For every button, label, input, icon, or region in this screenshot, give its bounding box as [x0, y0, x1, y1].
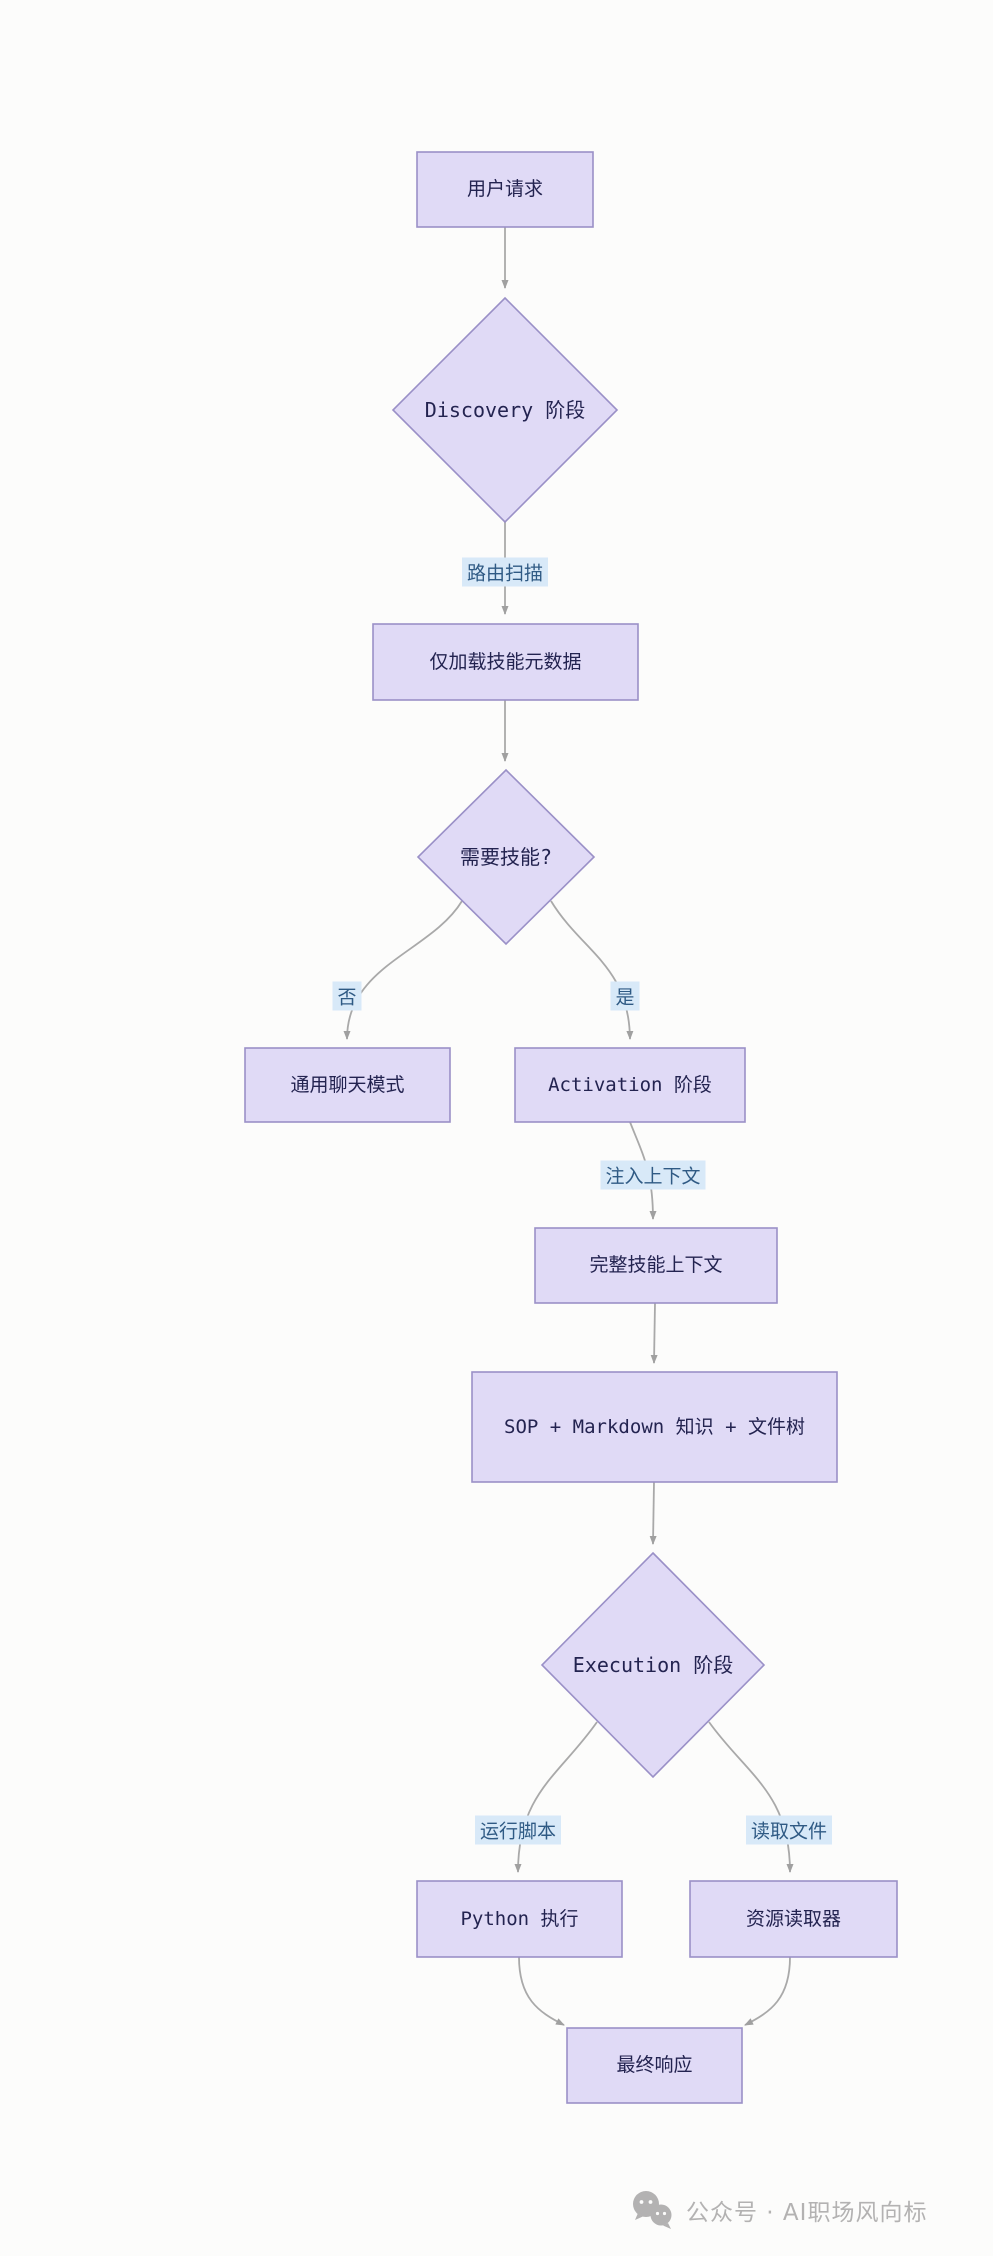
full-context-node [534, 1227, 778, 1304]
edge-need-skill-general-chat [343, 900, 463, 1040]
activation-node [514, 1047, 746, 1123]
general-chat-node [244, 1047, 451, 1123]
resource-reader-node [689, 1880, 898, 1958]
edge-sop-execution [649, 1481, 657, 1545]
final-response-node [566, 2027, 743, 2104]
edge-execution-resource [708, 1721, 794, 1873]
discovery-diamond [391, 296, 619, 524]
sop-tree-node [471, 1371, 838, 1483]
edge-full-context-sop [650, 1302, 658, 1364]
load-metadata-node [372, 623, 639, 701]
wechat-icon [630, 2190, 676, 2230]
footer-text: 公众号 · AI职场风向标 [686, 2200, 928, 2226]
need-skill-diamond [416, 768, 596, 946]
footer: 公众号 · AI职场风向标 [630, 2190, 927, 2230]
execution-diamond [540, 1551, 766, 1779]
edge-python-final [518, 1956, 565, 2026]
user-request-node [416, 151, 594, 228]
edge-activation-full-context [629, 1121, 657, 1220]
edges-group [343, 227, 794, 2026]
python-exec-node [416, 1880, 623, 1958]
edge-resource-final [744, 1956, 791, 2026]
edge-need-skill-activation [550, 900, 634, 1040]
nodes-group [244, 151, 898, 2104]
edge-execution-python [514, 1721, 598, 1873]
